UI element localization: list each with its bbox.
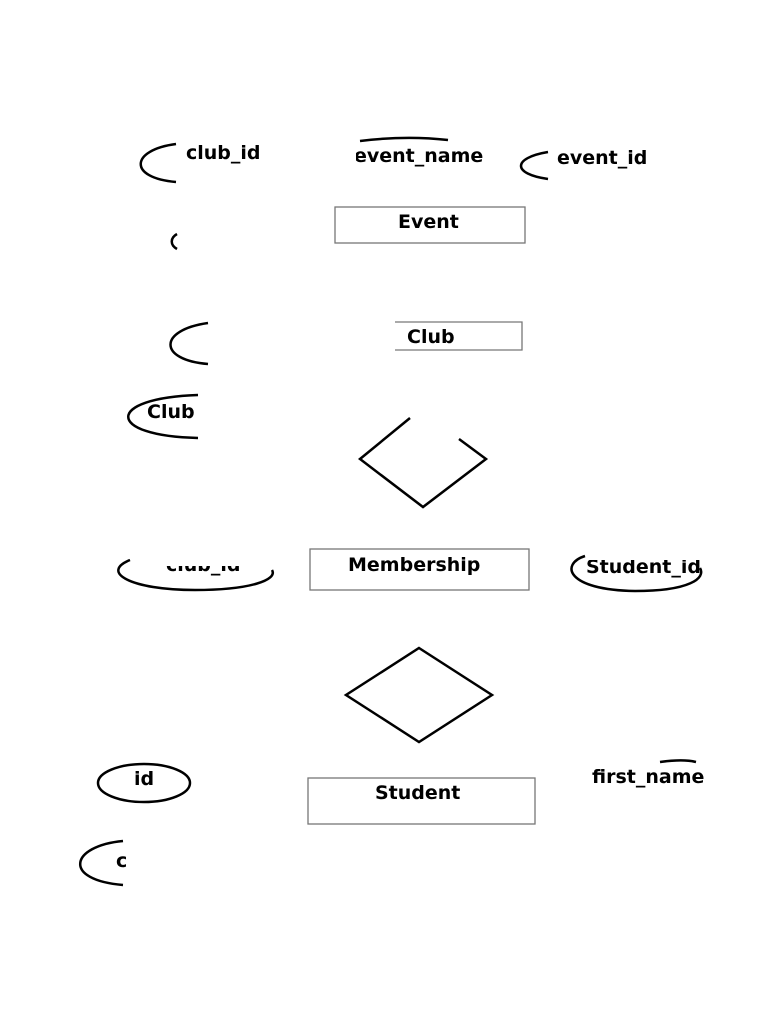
student-id-attribute-clip: Student_id [584,560,714,578]
event-entity-label: Event [398,211,459,233]
membership-left-attribute-arc [117,558,275,592]
club-event-relationship-diamond [357,417,489,509]
id-attribute-ellipse [96,762,192,804]
id-attribute-label: id [134,768,155,790]
club-id-attribute-label: club_id [186,142,261,164]
membership-left-attribute-clip: club_id [160,566,250,576]
student-entity-label: Student [375,782,461,804]
student-entity-box [307,777,536,825]
event-id-attribute-label: event_id [557,147,648,169]
student-id-attribute-arc [570,554,703,593]
membership-student-relationship-diamond [343,646,495,744]
cropped-attribute-clip: c [116,850,126,872]
event-name-attribute-clip: event_name [356,140,496,172]
club-entity-label: Club [407,326,455,348]
membership-entity-box [309,548,530,591]
first-name-attribute-label: first_name [592,766,705,788]
club-attribute-arc-left [169,321,209,366]
event-name-attribute-label: event_name [356,145,484,167]
club-id-attribute-arc [139,142,177,184]
club-partial-attribute-label: Club [147,401,195,423]
first-name-attribute-arc [659,759,697,764]
cropped-attribute-label: c [116,850,126,872]
club-entity-box [395,321,523,351]
event-id-attribute-arc [519,150,549,181]
small-attribute-arc [170,232,178,251]
cropped-attribute-arc [79,839,124,887]
event-name-attribute-arc [359,136,449,143]
student-id-attribute-label: Student_id [586,560,702,578]
club-partial-attribute-arc [127,393,199,440]
event-entity-box [334,206,526,244]
membership-left-attribute-label: club_id [166,566,241,575]
membership-entity-label: Membership [348,554,481,576]
